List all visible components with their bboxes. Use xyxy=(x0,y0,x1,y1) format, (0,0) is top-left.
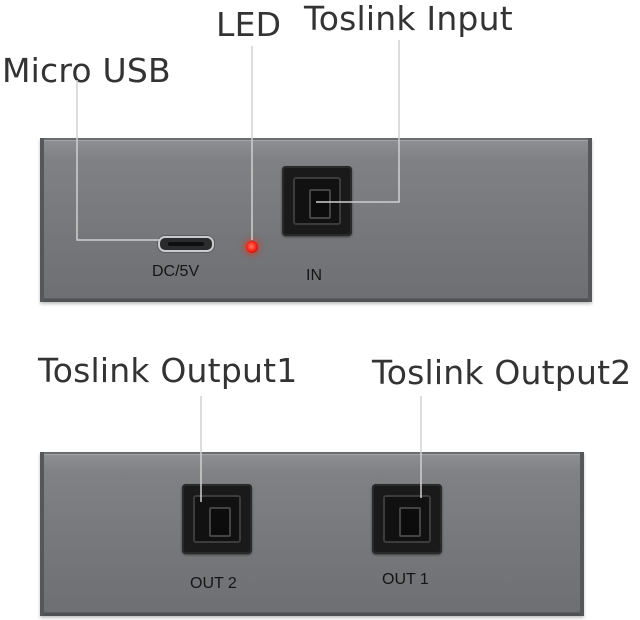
dc-5v-label: DC/5V xyxy=(152,263,200,280)
panel-rim-left xyxy=(40,452,44,616)
out-2-label: OUT 2 xyxy=(190,575,237,592)
toslink-output1-port xyxy=(372,484,442,554)
toslink-output2-socket xyxy=(193,495,241,543)
micro-usb-port xyxy=(158,236,214,252)
out-1-label: OUT 1 xyxy=(382,571,429,588)
micro-usb-slot xyxy=(168,242,204,246)
micro-usb-callout: Micro USB xyxy=(2,51,171,90)
toslink-input-callout: Toslink Input xyxy=(304,0,513,38)
toslink-input-port xyxy=(282,166,352,236)
top-device-panel: DC/5V IN xyxy=(40,138,592,302)
panel-rim-right xyxy=(580,452,584,616)
in-label: IN xyxy=(306,267,322,284)
toslink-output1-socket xyxy=(383,495,431,543)
led-indicator xyxy=(246,241,258,253)
toslink-output1-shutter xyxy=(399,507,421,537)
led-callout: LED xyxy=(216,5,282,44)
toslink-output1-callout: Toslink Output1 xyxy=(38,351,298,390)
toslink-output2-port xyxy=(182,484,252,554)
bottom-device-panel: OUT 2 OUT 1 xyxy=(40,452,584,616)
toslink-input-shutter xyxy=(309,189,331,219)
panel-rim-left xyxy=(40,138,44,302)
toslink-output2-callout: Toslink Output2 xyxy=(372,353,632,392)
toslink-input-socket xyxy=(293,177,341,225)
toslink-output2-shutter xyxy=(209,507,231,537)
panel-rim-right xyxy=(588,138,592,302)
